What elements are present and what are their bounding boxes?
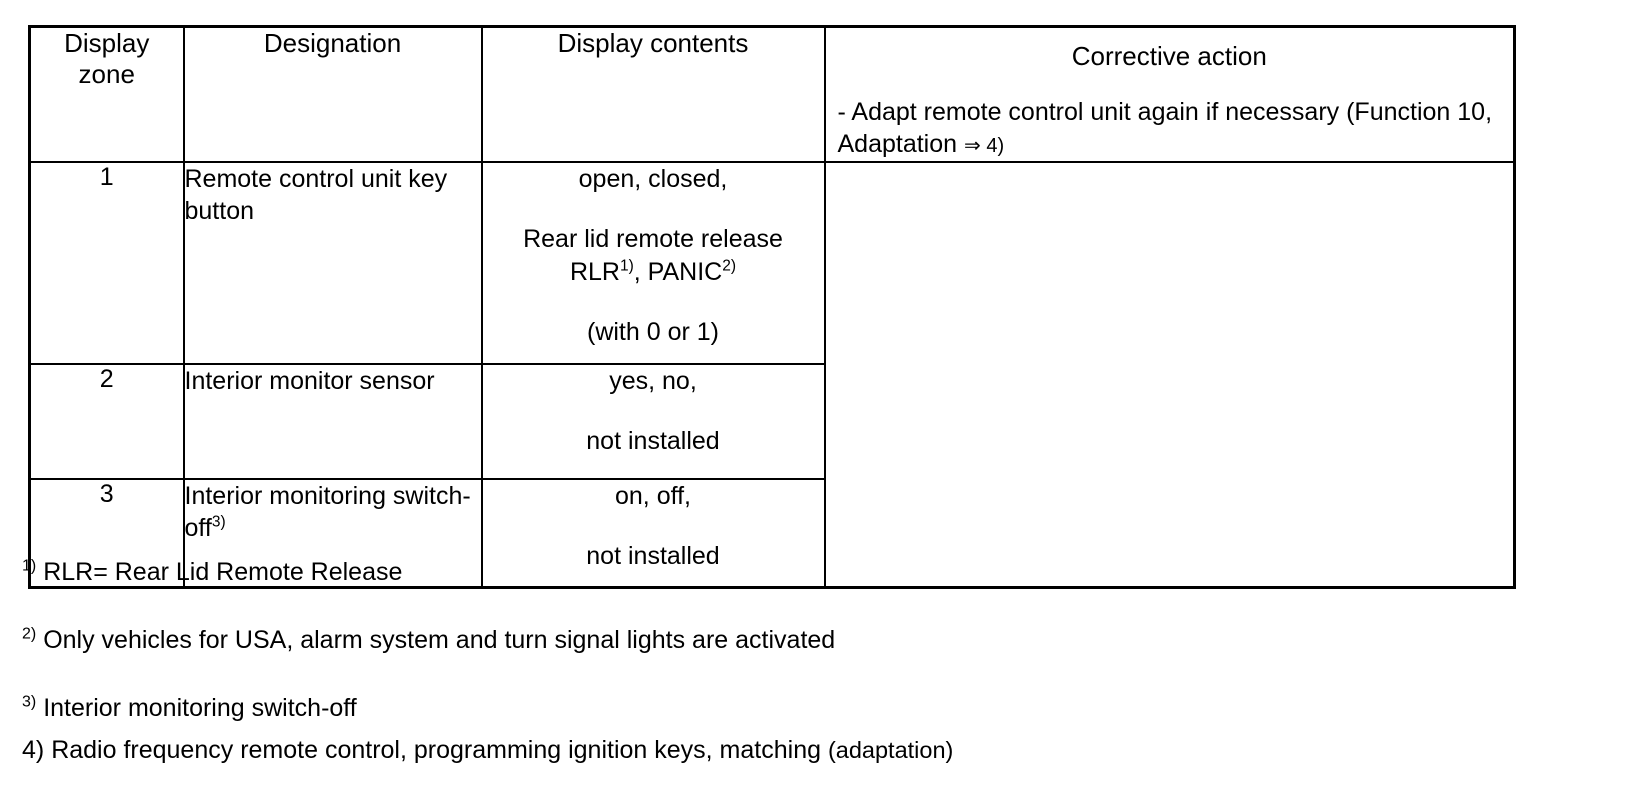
footnote-2-text: Only vehicles for USA, alarm system and … bbox=[43, 626, 836, 654]
row3-designation: Interior monitoring switch-off3) bbox=[182, 477, 483, 589]
row3-display-zone: 3 bbox=[28, 477, 185, 589]
corrective-action-arrow-reference: ⇒ 4) bbox=[964, 135, 1005, 158]
row1-display-zone: 1 bbox=[28, 160, 185, 365]
row3-designation-text: Interior monitoring switch-off bbox=[184, 481, 471, 543]
display-zone-table: Display zone Designation Display content… bbox=[28, 25, 1516, 589]
footnote-ref-3: 3) bbox=[211, 513, 226, 531]
column-header-designation: Designation bbox=[182, 25, 483, 163]
spacer bbox=[483, 288, 824, 316]
table-row: 2 Interior monitor sensor yes, no, not i… bbox=[28, 362, 1515, 480]
row1-contents-line3: (with 0 or 1) bbox=[587, 318, 719, 347]
row2-display-contents: yes, no, not installed bbox=[480, 362, 826, 480]
footnote-1: 1) RLR= Rear Lid Remote Release bbox=[22, 557, 1582, 587]
panic-label: , PANIC bbox=[633, 257, 723, 286]
footnote-ref-2: 2) bbox=[722, 257, 737, 275]
row1-contents-line2a: Rear lid remote release bbox=[523, 225, 783, 254]
row2-designation: Interior monitor sensor bbox=[182, 362, 483, 480]
spacer bbox=[483, 397, 824, 425]
footnotes-section: 1) RLR= Rear Lid Remote Release 2) Only … bbox=[22, 557, 1582, 765]
column-header-corrective-action: Corrective action - Adapt remote control… bbox=[823, 25, 1516, 163]
column-header-display-contents: Display contents bbox=[480, 25, 826, 163]
row3-contents-line2: not installed bbox=[586, 542, 720, 571]
footnote-3-marker: 3) bbox=[22, 693, 37, 711]
display-zone-header-line2: zone bbox=[78, 58, 135, 89]
footnote-4-text: Radio frequency remote control, programm… bbox=[51, 736, 821, 764]
footnote-ref-1: 1) bbox=[619, 257, 634, 275]
footnote-2-marker: 2) bbox=[22, 625, 37, 643]
rlr-label: RLR bbox=[569, 257, 620, 286]
footnote-4-marker: 4) bbox=[22, 736, 45, 764]
row1-display-contents: open, closed, Rear lid remote release RL… bbox=[480, 160, 826, 365]
display-zone-header-line1: Display bbox=[64, 28, 150, 58]
corrective-action-title: Corrective action bbox=[1071, 41, 1267, 71]
corrective-action-body: - Adapt remote control unit again if nec… bbox=[826, 72, 1514, 161]
footnote-2: 2) Only vehicles for USA, alarm system a… bbox=[22, 625, 1582, 655]
footnote-4: 4) Radio frequency remote control, progr… bbox=[22, 735, 1582, 765]
spacer bbox=[483, 195, 824, 223]
table-row: 1 Remote control unit key button open, c… bbox=[28, 160, 1515, 365]
spec-table-container: Display zone Designation Display content… bbox=[28, 25, 1516, 589]
footnote-3: 3) Interior monitoring switch-off bbox=[22, 693, 1582, 723]
row3-contents-line1: on, off, bbox=[615, 481, 691, 510]
row2-contents-line1: yes, no, bbox=[609, 366, 697, 395]
row3-display-contents: on, off, not installed bbox=[480, 477, 826, 589]
spacer bbox=[483, 512, 824, 540]
row1-contents-line1: open, closed, bbox=[578, 164, 728, 193]
row1-contents-line2b: RLR1), PANIC2) bbox=[483, 256, 824, 289]
table-header-row: Display zone Designation Display content… bbox=[28, 25, 1516, 163]
row2-display-zone: 2 bbox=[28, 362, 185, 480]
row1-designation: Remote control unit key button bbox=[182, 160, 483, 365]
footnote-3-text: Interior monitoring switch-off bbox=[43, 694, 357, 722]
footnote-1-marker: 1) bbox=[22, 557, 37, 575]
footnote-1-text: RLR= Rear Lid Remote Release bbox=[43, 558, 403, 586]
row2-contents-line2: not installed bbox=[586, 427, 720, 456]
footnote-4-text-adaptation: (adaptation) bbox=[827, 737, 954, 763]
column-header-display-zone: Display zone bbox=[28, 25, 185, 163]
table-row: 3 Interior monitoring switch-off3) on, o… bbox=[28, 477, 1515, 589]
corrective-action-text: - Adapt remote control unit again if nec… bbox=[837, 97, 1493, 159]
